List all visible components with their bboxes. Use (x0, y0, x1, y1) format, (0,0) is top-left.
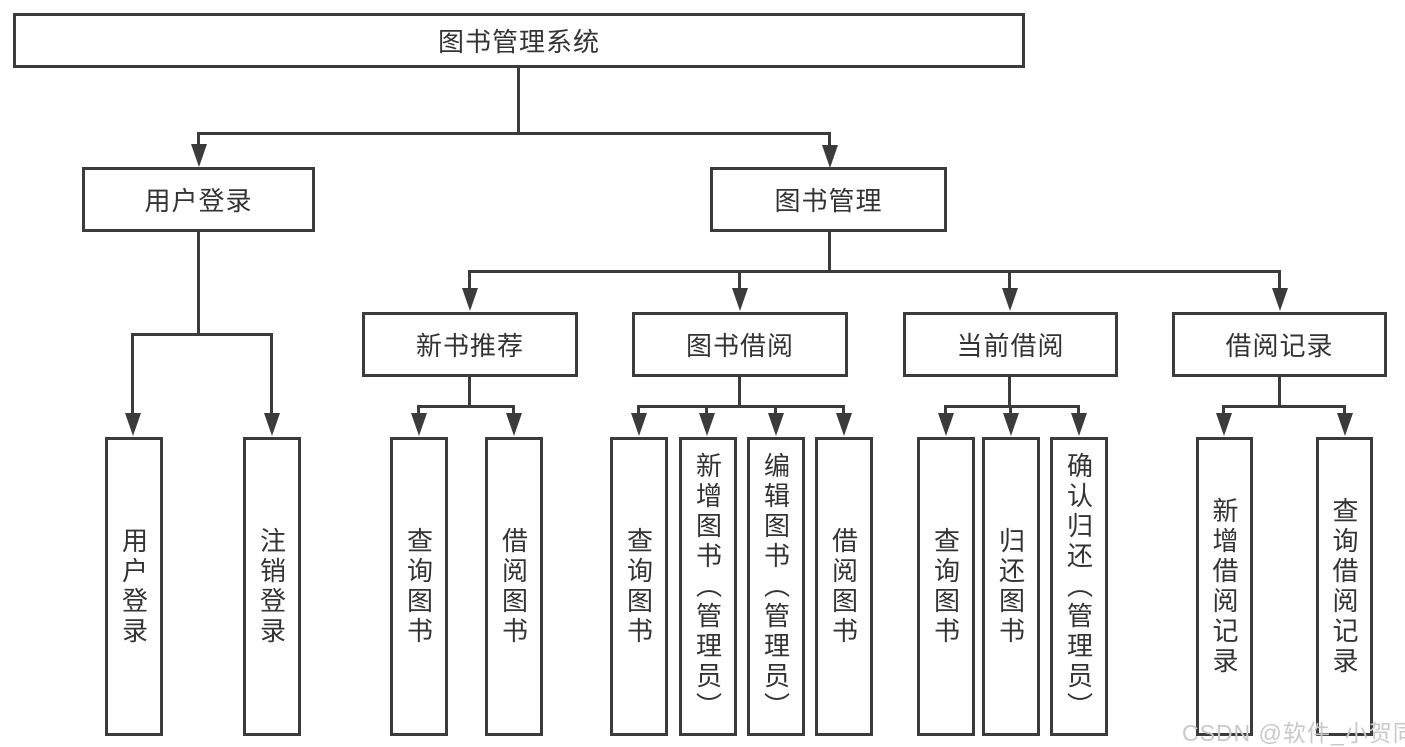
arrow-down-icon (732, 288, 748, 311)
arrow-down-icon (1272, 288, 1288, 311)
leaf-edit-books-admin: 编辑图书（管理员） (747, 437, 805, 736)
connector-line (705, 407, 708, 418)
node-book-management: 图书管理 (710, 167, 947, 232)
arrow-down-icon (125, 413, 141, 436)
arrow-down-icon (1337, 413, 1353, 436)
arrow-down-icon (191, 144, 207, 167)
connector-line (1278, 377, 1281, 407)
leaf-logout: 注销登录 (243, 437, 301, 736)
connector-line (468, 272, 471, 293)
node-current-borrowing: 当前借阅 (903, 312, 1118, 377)
connector-line (828, 232, 831, 272)
connector-line (944, 407, 947, 418)
arrow-down-icon (699, 413, 715, 436)
connector-line (197, 232, 200, 335)
connector-line (270, 335, 273, 418)
connector-line (637, 405, 845, 408)
leaf-borrowing-borrow-books: 借阅图书 (815, 437, 873, 736)
leaf-borrowing-query-books: 查询图书 (610, 437, 668, 736)
connector-line (197, 134, 200, 150)
connector-line (197, 132, 831, 135)
arrow-down-icon (1003, 413, 1019, 436)
leaf-recommend-query-books: 查询图书 (390, 437, 448, 736)
arrow-down-icon (822, 145, 838, 168)
connector-line (1009, 407, 1012, 418)
connector-line (738, 377, 741, 407)
leaf-confirm-return-admin: 确认归还（管理员） (1050, 437, 1108, 736)
node-library-management-system: 图书管理系统 (13, 13, 1025, 68)
connector-line (1008, 377, 1011, 407)
connector-line (468, 377, 471, 407)
arrow-down-icon (938, 413, 954, 436)
leaf-return-books: 归还图书 (982, 437, 1040, 736)
arrow-down-icon (462, 288, 478, 311)
node-book-borrowing: 图书借阅 (632, 312, 848, 377)
connector-line (417, 405, 515, 408)
connector-line (828, 134, 831, 150)
arrow-down-icon (836, 413, 852, 436)
connector-line (842, 407, 845, 418)
arrow-down-icon (506, 413, 522, 436)
connector-line (738, 272, 741, 293)
watermark: CSDN @软件_小贺同学 (1182, 720, 1405, 746)
connector-line (512, 407, 515, 418)
arrow-down-icon (631, 413, 647, 436)
connector-line (468, 270, 1281, 273)
connector-line (1008, 272, 1011, 293)
connector-line (1222, 405, 1346, 408)
connector-line (774, 407, 777, 418)
leaf-current-query-books: 查询图书 (917, 437, 975, 736)
arrow-down-icon (768, 413, 784, 436)
connector-line (517, 68, 520, 134)
leaf-add-books-admin: 新增图书（管理员） (679, 437, 737, 736)
connector-line (637, 407, 640, 418)
arrow-down-icon (1071, 413, 1087, 436)
leaf-user-login: 用户登录 (105, 437, 163, 736)
connector-line (417, 407, 420, 418)
connector-line (1278, 272, 1281, 293)
connector-line (1343, 407, 1346, 418)
node-new-book-recommendation: 新书推荐 (362, 312, 578, 377)
connector-line (944, 405, 1080, 408)
leaf-query-borrow-record: 查询借阅记录 (1316, 437, 1373, 736)
connector-line (131, 335, 134, 418)
leaf-add-borrow-record: 新增借阅记录 (1196, 437, 1253, 736)
node-user-login: 用户登录 (82, 167, 315, 232)
connector-line (1222, 407, 1225, 418)
arrow-down-icon (264, 413, 280, 436)
node-borrowing-records: 借阅记录 (1172, 312, 1387, 377)
arrow-down-icon (411, 413, 427, 436)
connector-line (1077, 407, 1080, 418)
arrow-down-icon (1216, 413, 1232, 436)
arrow-down-icon (1002, 288, 1018, 311)
connector-line (131, 333, 273, 336)
leaf-recommend-borrow-books: 借阅图书 (485, 437, 543, 736)
